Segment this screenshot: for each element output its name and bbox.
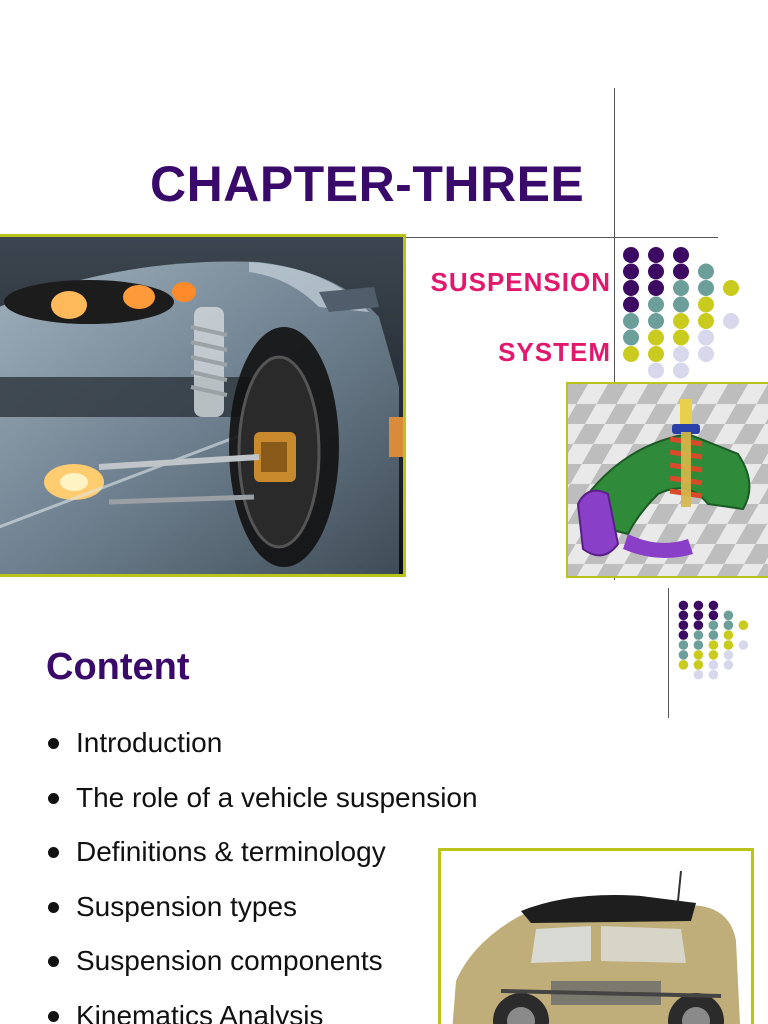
decor-dot [723, 280, 739, 296]
decor-vertical-line [668, 588, 669, 718]
decor-dot [693, 610, 704, 621]
decor-dot [648, 313, 664, 329]
decor-dot [678, 660, 689, 670]
decor-dot [673, 263, 689, 280]
bullet-text: Suspension types [76, 890, 298, 922]
decor-dot [678, 650, 689, 660]
bullet-dot-icon [48, 792, 59, 804]
bullet-item: Kinematics Analysis [46, 999, 478, 1024]
decor-dot [673, 280, 689, 296]
bullet-text: Introduction [76, 727, 223, 758]
decor-dot-grid-small [678, 600, 749, 680]
bullet-dot-icon [48, 901, 59, 913]
bullet-text: Kinematics Analysis [76, 999, 324, 1024]
content-heading: Content [46, 646, 190, 688]
decor-dot [698, 280, 714, 296]
decor-dot [623, 296, 639, 313]
decor-dot-grid [623, 247, 739, 379]
decor-dot [648, 346, 664, 362]
decor-dot [678, 620, 689, 630]
strut-control-arm-image [566, 382, 768, 578]
title-slide: CHAPTER-THREE SUSPENSION SYSTEM [0, 88, 768, 580]
decor-dot [708, 650, 719, 660]
decor-dot [723, 640, 734, 650]
decor-horizontal-line [404, 237, 718, 238]
decor-dot [673, 329, 689, 346]
decor-dot [673, 346, 689, 362]
decor-dot [708, 620, 719, 630]
decor-dot [673, 313, 689, 329]
content-bullet-list: Introduction The role of a vehicle suspe… [46, 726, 478, 1024]
decor-vertical-line [614, 88, 615, 580]
decor-dot [738, 620, 749, 630]
decor-dot [648, 329, 664, 346]
decor-dot [708, 640, 719, 650]
content-slide: Content Introduction The role of a vehic… [0, 580, 768, 1024]
slide-title: CHAPTER-THREE [150, 156, 585, 212]
decor-dot [723, 620, 734, 630]
decor-dot [698, 263, 714, 280]
decor-dot [623, 247, 639, 263]
decor-dot [708, 660, 719, 670]
decor-dot [673, 296, 689, 313]
bullet-item: The role of a vehicle suspension [46, 781, 478, 836]
decor-dot [723, 660, 734, 670]
decor-dot [693, 630, 704, 640]
decor-dot [693, 669, 704, 680]
decor-dot [623, 263, 639, 280]
decor-dot [648, 247, 664, 263]
decor-dot [698, 313, 714, 329]
decor-dot [708, 669, 719, 680]
decor-dot [723, 630, 734, 640]
decor-dot [648, 296, 664, 313]
decor-dot [693, 650, 704, 660]
decor-dot [648, 280, 664, 296]
decor-dot [693, 640, 704, 650]
bullet-item: Suspension components [46, 944, 478, 999]
bullet-item: Suspension types [46, 890, 478, 945]
subtitle-line-2: SYSTEM [498, 337, 611, 367]
decor-dot [673, 247, 689, 263]
bullet-dot-icon [48, 738, 59, 749]
decor-dot [723, 610, 734, 621]
decor-dot [693, 660, 704, 670]
decor-dot [678, 600, 689, 611]
decor-dot [678, 610, 689, 621]
bullet-dot-icon [48, 847, 59, 858]
decor-dot [723, 650, 734, 660]
decor-dot [698, 346, 714, 362]
decor-dot [693, 600, 704, 611]
decor-dot [648, 263, 664, 280]
decor-dot [678, 640, 689, 650]
decor-dot [623, 313, 639, 329]
decor-dot [723, 313, 739, 329]
decor-dot [673, 362, 689, 379]
bullet-item: Introduction [46, 726, 478, 781]
decor-dot [693, 620, 704, 630]
bullet-dot-icon [48, 1010, 59, 1022]
bullet-text: The role of a vehicle suspension [76, 781, 478, 813]
decor-dot [708, 600, 719, 611]
subtitle-line-1: SUSPENSION [430, 267, 611, 297]
decor-dot [708, 610, 719, 621]
car-suspension-cutaway-image [0, 234, 406, 577]
bullet-dot-icon [48, 956, 59, 967]
decor-dot [648, 362, 664, 379]
decor-dot [623, 346, 639, 362]
decor-dot [678, 630, 689, 640]
decor-dot [698, 296, 714, 313]
mini-chassis-cutaway-image [438, 848, 754, 1024]
decor-dot [708, 630, 719, 640]
bullet-text: Definitions & terminology [76, 836, 386, 867]
bullet-text: Suspension components [76, 945, 383, 976]
decor-dot [698, 329, 714, 346]
decor-dot [623, 329, 639, 346]
bullet-item: Definitions & terminology [46, 835, 478, 890]
decor-dot [623, 280, 639, 296]
decor-dot [738, 640, 749, 650]
